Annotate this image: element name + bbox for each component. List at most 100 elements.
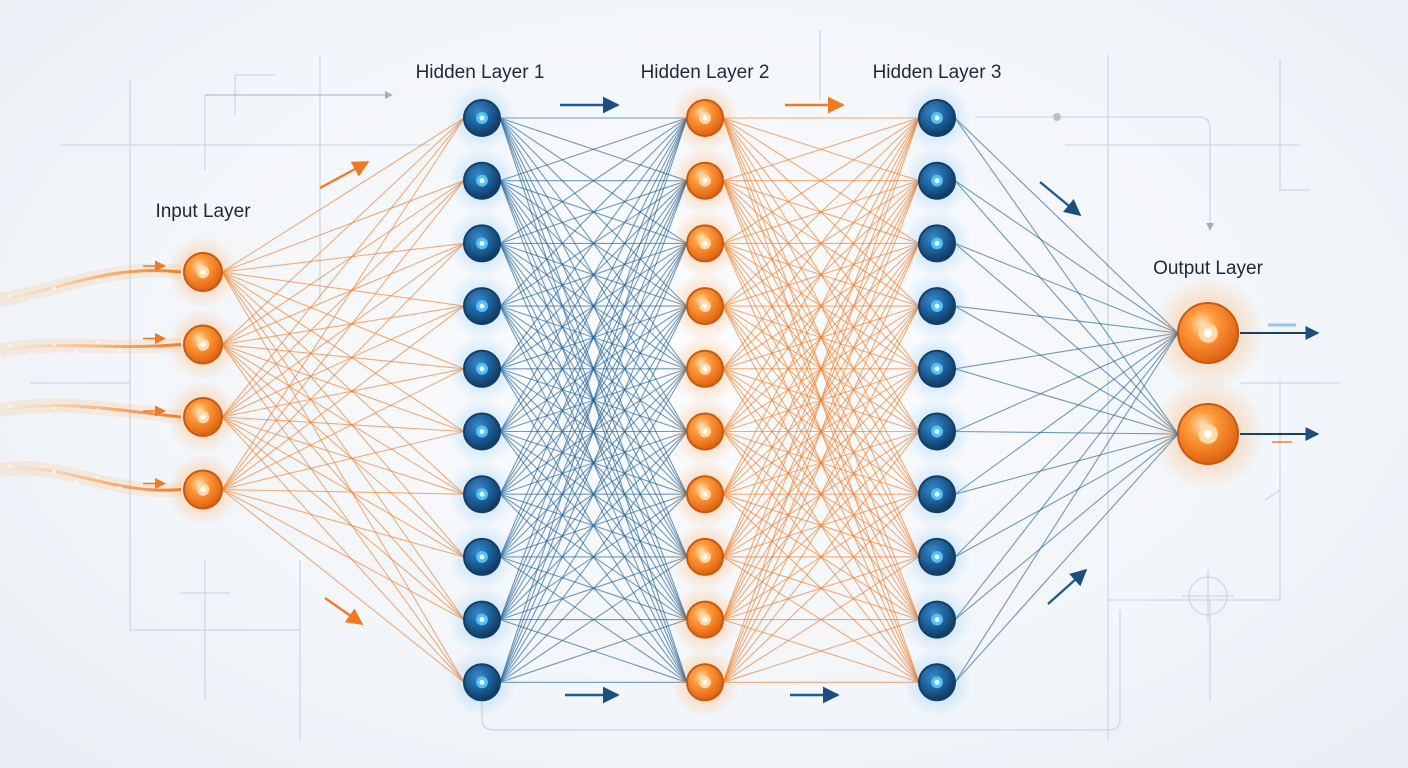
connection: [221, 180, 465, 418]
input-stream: [0, 466, 182, 492]
connection: [221, 305, 465, 490]
connection: [722, 493, 920, 683]
connection: [221, 117, 465, 490]
hidden-layer-1-label: Hidden Layer 1: [416, 62, 545, 83]
connection: [221, 368, 465, 490]
input-streams: [0, 260, 182, 498]
connection: [221, 430, 465, 491]
particle: [96, 408, 100, 412]
particle: [96, 341, 100, 345]
connection: [221, 416, 465, 433]
connection: [722, 117, 920, 495]
hidden2-node: [670, 271, 740, 341]
connection: [221, 416, 465, 683]
connection: [954, 242, 1179, 435]
connection: [722, 117, 920, 182]
connection: [221, 117, 465, 418]
connection: [722, 180, 920, 683]
connection: [954, 242, 1179, 334]
connection: [722, 431, 920, 683]
neurons: [166, 83, 1265, 717]
hidden3-node: [902, 460, 972, 529]
output-node: [1151, 377, 1265, 491]
particle: [96, 475, 100, 479]
output-node: [1151, 276, 1265, 390]
connection: [221, 488, 465, 558]
connection: [954, 180, 1179, 435]
hidden3-node: [902, 209, 972, 278]
connection: [221, 271, 465, 370]
hidden3-node: [902, 522, 972, 592]
hidden2-node: [670, 209, 740, 278]
hidden2-node: [670, 585, 740, 654]
connection: [954, 433, 1179, 621]
connection: [499, 117, 688, 432]
connection: [221, 344, 465, 495]
particle: [118, 486, 122, 490]
connection: [499, 117, 688, 182]
connection: [221, 180, 465, 490]
hidden2-node: [670, 146, 740, 215]
particle: [8, 344, 12, 348]
connection: [499, 619, 688, 683]
connection: [221, 271, 465, 307]
connection: [722, 117, 920, 244]
connection: [221, 416, 465, 621]
hidden2-node: [670, 648, 740, 717]
hidden3-node: [902, 146, 972, 215]
connection: [221, 344, 465, 620]
connection: [499, 117, 688, 683]
connection: [221, 416, 465, 558]
connection: [221, 489, 465, 621]
connection: [221, 242, 465, 346]
hidden-layer-2-label: Hidden Layer 2: [641, 62, 770, 83]
connection: [954, 305, 1179, 435]
connection: [221, 243, 465, 490]
input-node: [166, 235, 240, 309]
connection: [499, 117, 688, 558]
connection: [954, 332, 1179, 495]
connection: [954, 332, 1179, 683]
hidden1-node: [447, 522, 517, 592]
flow-arrow: [1039, 181, 1082, 217]
hidden2-node: [670, 83, 740, 153]
connection: [499, 368, 688, 683]
hidden3-node: [902, 271, 972, 341]
connection: [499, 117, 688, 244]
flow-arrow: [324, 597, 364, 625]
connection: [221, 271, 465, 495]
hidden1-node: [447, 334, 517, 403]
connection: [954, 368, 1179, 435]
connection: [221, 305, 465, 346]
connection: [221, 242, 465, 418]
connection: [221, 242, 465, 273]
particle: [118, 417, 122, 421]
connection: [221, 180, 465, 345]
connection: [221, 117, 465, 273]
connection: [499, 117, 688, 495]
connection: [954, 433, 1179, 683]
particle: [8, 464, 12, 468]
connection: [722, 117, 920, 370]
connection: [499, 117, 688, 620]
connection: [722, 556, 920, 683]
layer-labels: Input Layer Hidden Layer 1 Hidden Layer …: [155, 62, 1263, 279]
hidden1-node: [447, 397, 517, 466]
hidden2-node: [670, 397, 740, 466]
particle: [74, 290, 78, 294]
connection: [499, 305, 688, 683]
connection: [954, 180, 1179, 334]
connection: [221, 343, 465, 433]
particle: [30, 413, 34, 417]
connection: [954, 332, 1179, 620]
input-node: [166, 453, 240, 526]
flow-arrows: [319, 96, 1088, 704]
hidden-layer-3-label: Hidden Layer 3: [873, 62, 1002, 83]
connection: [221, 489, 465, 683]
connection: [954, 433, 1179, 558]
connection: [954, 117, 1179, 334]
hidden2-node: [670, 460, 740, 529]
connection: [221, 271, 465, 432]
